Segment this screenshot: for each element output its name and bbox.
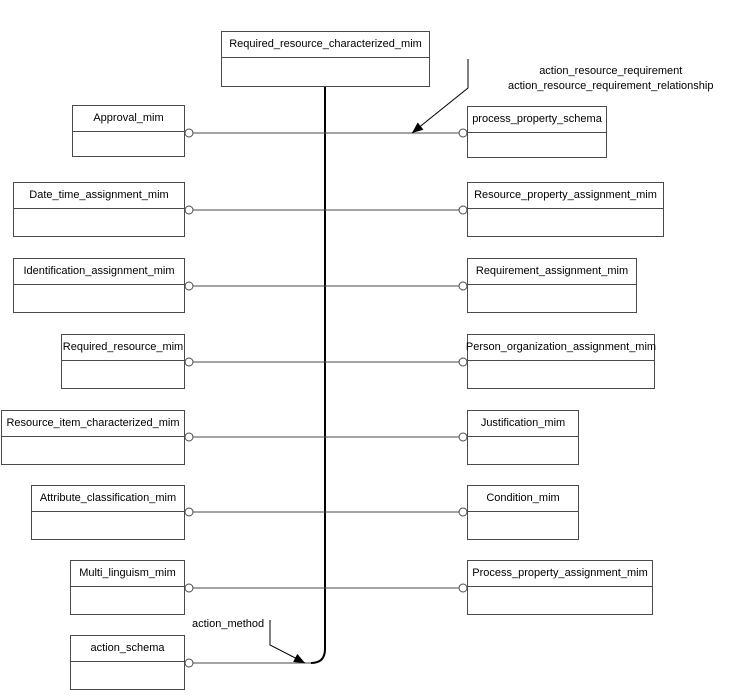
schema-port-circle (184, 357, 194, 367)
schema-port-circle (184, 281, 194, 291)
schema-box-attribute_classification_mim[interactable]: Attribute_classification_mim (31, 485, 185, 540)
schema-box-resource_item_characterized_mim[interactable]: Resource_item_characterized_mim (1, 410, 185, 465)
schema-port-circle (458, 507, 468, 517)
schema-box-title: Justification_mim (468, 411, 578, 437)
schema-port-circle (458, 432, 468, 442)
schema-box-body (2, 437, 184, 464)
schema-box-title: Identification_assignment_mim (14, 259, 184, 285)
schema-port-circle (184, 128, 194, 138)
schema-box-multi_linguism_mim[interactable]: Multi_linguism_mim (70, 560, 185, 615)
schema-box-body (71, 662, 184, 689)
schema-box-body (468, 437, 578, 464)
schema-port-circle (458, 281, 468, 291)
schema-box-requirement_assignment_mim[interactable]: Requirement_assignment_mim (467, 258, 637, 313)
schema-box-title: Required_resource_characterized_mim (222, 32, 429, 58)
annotation-action-resource-requirement: action_resource_requirement action_resour… (508, 64, 713, 94)
schema-box-title: Resource_property_assignment_mim (468, 183, 663, 209)
schema-port-circle (184, 507, 194, 517)
schema-box-body (73, 132, 184, 156)
leader-arrowhead (412, 122, 424, 133)
schema-box-title: Required_resource_mim (62, 335, 184, 361)
schema-box-title: Resource_item_characterized_mim (2, 411, 184, 437)
schema-port-circle (458, 205, 468, 215)
schema-box-condition_mim[interactable]: Condition_mim (467, 485, 579, 540)
schema-box-approval_mim[interactable]: Approval_mim (72, 105, 185, 157)
schema-box-title: action_schema (71, 636, 184, 662)
schema-box-title: Requirement_assignment_mim (468, 259, 636, 285)
schema-box-body (468, 209, 663, 236)
schema-box-body (62, 361, 184, 388)
schema-box-title: Date_time_assignment_mim (14, 183, 184, 209)
leader-action-method (269, 620, 306, 664)
central-spine (310, 87, 326, 664)
schema-box-resource_property_assignment_mim[interactable]: Resource_property_assignment_mim (467, 182, 664, 237)
schema-port-circle (458, 128, 468, 138)
schema-box-title: Person_organization_assignment_mim (466, 335, 656, 361)
schema-port-circle (458, 583, 468, 593)
schema-box-action_schema[interactable]: action_schema (70, 635, 185, 690)
schema-box-person_organization_assignment_mim[interactable]: Person_organization_assignment_mim (466, 334, 656, 389)
schema-box-body (468, 361, 654, 388)
annotation-line: action_resource_requirement_relationship (508, 80, 714, 92)
schema-box-body (468, 512, 578, 539)
schema-box-title: Multi_linguism_mim (71, 561, 184, 587)
schema-port-circle (184, 432, 194, 442)
schema-box-title: Approval_mim (73, 106, 184, 132)
schema-port-circle (458, 357, 468, 367)
schema-box-title: Condition_mim (468, 486, 578, 512)
schema-box-body (222, 58, 429, 86)
schema-box-body (32, 512, 184, 539)
schema-box-identification_assignment_mim[interactable]: Identification_assignment_mim (13, 258, 185, 313)
schema-box-process_property_assignment_mim[interactable]: Process_property_assignment_mim (467, 560, 653, 615)
annotation-line: action_method (192, 618, 265, 630)
schema-box-body (14, 209, 184, 236)
annotation-action-method: action_method (192, 617, 264, 632)
schema-box-required_resource_mim[interactable]: Required_resource_mim (61, 334, 185, 389)
schema-box-justification_mim[interactable]: Justification_mim (467, 410, 579, 465)
schema-box-body (71, 587, 184, 614)
schema-box-title: Process_property_assignment_mim (468, 561, 652, 587)
schema-box-body (468, 133, 606, 157)
schema-box-title: process_property_schema (468, 107, 606, 133)
schema-port-circle (184, 583, 194, 593)
schema-box-process_property_schema[interactable]: process_property_schema (467, 106, 607, 158)
schema-box-title: Attribute_classification_mim (32, 486, 184, 512)
schema-box-body (468, 587, 652, 614)
schema-port-circle (184, 658, 194, 668)
leader-arrowhead (293, 653, 305, 663)
schema-box-body (468, 285, 636, 312)
schema-box-date_time_assignment_mim[interactable]: Date_time_assignment_mim (13, 182, 185, 237)
annotation-line: action_resource_requirement (539, 65, 683, 77)
schema-port-circle (184, 205, 194, 215)
schema-box-required_resource_characterized_mim[interactable]: Required_resource_characterized_mim (221, 31, 430, 87)
schema-box-body (14, 285, 184, 312)
